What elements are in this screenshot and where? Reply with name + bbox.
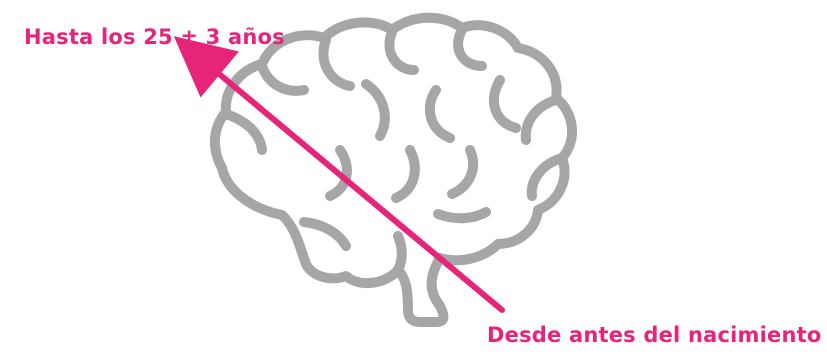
brain-fold-16 [393,231,407,275]
brain-fold-6 [361,79,390,141]
brain-icon [210,12,577,327]
brain-fold-10 [447,145,479,199]
brain-fold-15 [299,217,351,251]
brain-fold-4 [257,61,309,96]
end-age-label: Hasta los 25 ± 3 años [24,25,285,49]
arrow-icon [173,36,505,313]
brain-fold-7 [424,85,455,143]
brain-fold-11 [391,145,420,203]
brain-fold-2 [384,27,419,75]
brain-fold-13 [526,153,567,201]
brain-fold-9 [520,95,561,145]
brain-fold-5 [221,109,267,155]
brain-fold-3 [453,25,487,71]
start-age-label: Desde antes del nacimiento [487,323,822,347]
brain-fold-1 [318,35,355,91]
brain-fold-8 [488,75,521,133]
brain-fold-14 [433,207,491,224]
